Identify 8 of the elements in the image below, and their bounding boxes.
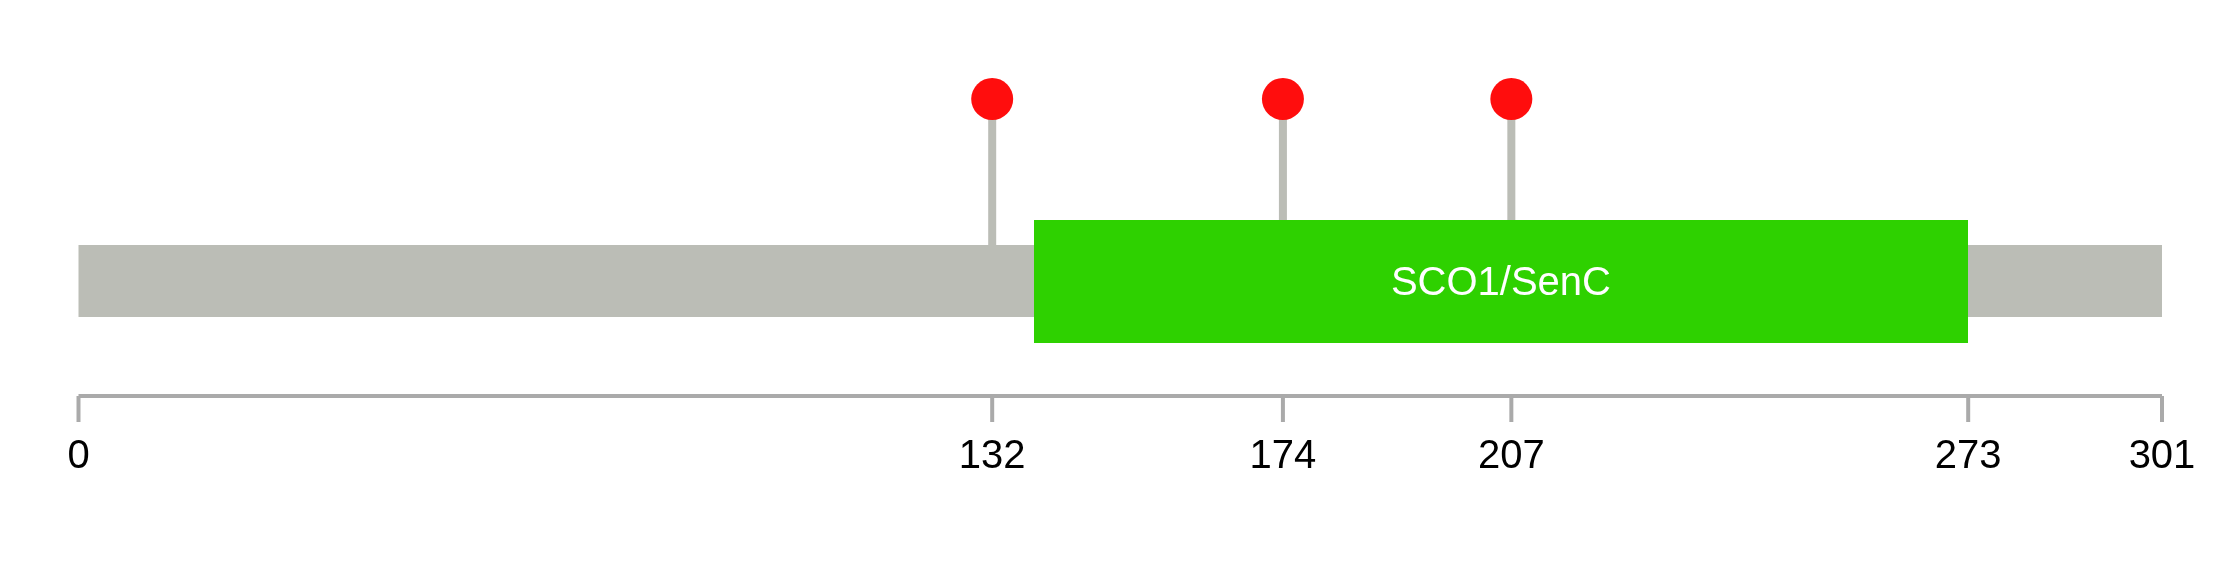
tick-label: 207 (1477, 432, 1545, 477)
tick-label: 174 (1249, 432, 1317, 477)
tick-label: 273 (1934, 432, 2002, 477)
domain-box (1033, 220, 1969, 343)
tick-label: 132 (958, 432, 1026, 477)
domain-label: SCO1/SenC (1390, 259, 1611, 304)
tick-label: 0 (67, 432, 90, 477)
tick-label: 301 (2128, 432, 2196, 477)
